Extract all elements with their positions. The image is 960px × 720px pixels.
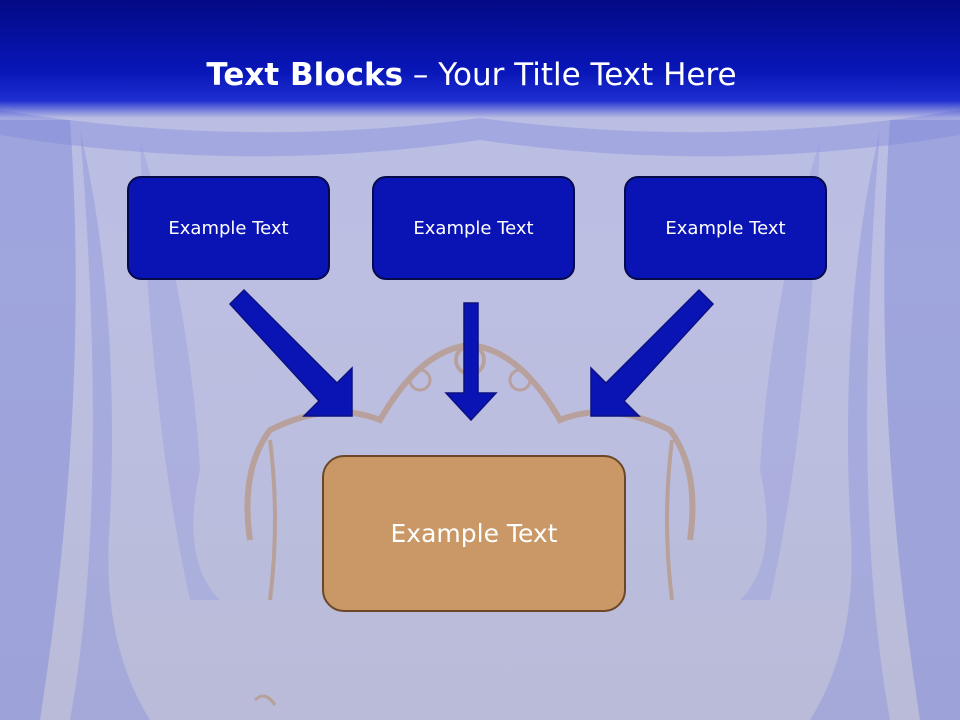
right-curtain bbox=[740, 120, 960, 720]
arrow-center bbox=[444, 302, 498, 422]
arrow-right bbox=[590, 288, 715, 417]
text-block-center: Example Text bbox=[372, 176, 575, 280]
title-bar bbox=[0, 0, 960, 118]
curtain-valance bbox=[0, 110, 960, 157]
arrow-left bbox=[228, 288, 353, 417]
title-rest-part: – Your Title Text Here bbox=[403, 57, 737, 93]
slide-title: Text Blocks – Your Title Text Here bbox=[0, 54, 943, 96]
text-block-right: Example Text bbox=[624, 176, 827, 280]
text-block-target: Example Text bbox=[322, 455, 626, 612]
title-bold-part: Text Blocks bbox=[206, 57, 404, 93]
text-block-left: Example Text bbox=[127, 176, 330, 280]
